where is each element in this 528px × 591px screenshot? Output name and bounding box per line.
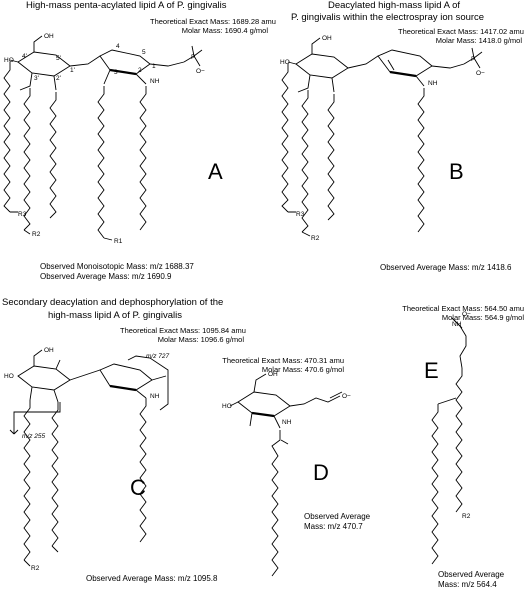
acyl-chain-a1: [3, 62, 11, 213]
atom-oh-c1: OH: [44, 347, 54, 354]
atom-ominus-e: O−: [462, 311, 471, 318]
ring-num-2-a: 2: [138, 67, 142, 74]
atom-ominus-a: O−: [196, 68, 205, 75]
acyl-chain-a2: [23, 88, 31, 231]
ring-num-4p-a: 4': [22, 53, 27, 60]
ring-d: [237, 391, 291, 417]
ring-num-5p-a: 5': [56, 55, 61, 62]
atom-nh-b: NH: [428, 80, 438, 87]
panel-d-molar-mass: Molar Mass: 470.6 g/mol: [261, 365, 344, 374]
atom-oh-a1: OH: [44, 33, 54, 40]
panel-b-exact-mass: Theoretical Exact Mass: 1417.02 amu: [398, 27, 524, 36]
atom-ho-c: HO: [4, 373, 14, 380]
atom-ho-d: HO: [222, 403, 232, 410]
panel-b-title-1: Deacylated high-mass lipid A of: [328, 0, 461, 11]
atom-ho-b: HO: [280, 59, 290, 66]
acyl-chain-b1: [281, 64, 289, 213]
panel-e-observed-2: Mass: m/z 564.4: [438, 580, 497, 589]
panel-b-title-2: P. gingivalis within the electrospray io…: [291, 12, 485, 23]
atom-ominus-d: O−: [342, 393, 351, 400]
ring-num-3p-a: 3': [34, 75, 39, 82]
panel-a-exact-mass: Theoretical Exact Mass: 1689.28 amu: [150, 17, 276, 26]
ring-c-left: [17, 365, 71, 391]
ring-c-right: [99, 363, 153, 391]
panel-a-r3: R3: [18, 211, 27, 218]
atom-nh-d: NH: [282, 419, 292, 426]
panel-a-r2: R2: [32, 231, 41, 238]
ring-num-1p-a: 1': [70, 67, 75, 74]
ring-num-1-a: 1: [152, 63, 156, 70]
structure-bonds: [3, 35, 483, 577]
acyl-chain-a4: [97, 86, 105, 239]
acyl-chain-b2: [301, 90, 309, 233]
atom-nh-e: NH: [452, 321, 462, 328]
panel-b-letter: B: [449, 159, 464, 184]
panel-c-observed-avg: Observed Average Mass: m/z 1095.8: [86, 574, 218, 583]
panel-c-r2: R2: [31, 565, 40, 572]
panel-d-letter: D: [313, 460, 329, 485]
fragment-727: m/z 727: [146, 353, 170, 360]
panel-d-exact-mass: Theoretical Exact Mass: 470.31 amu: [222, 356, 344, 365]
panel-e-letter: E: [424, 358, 439, 383]
acyl-chain-d: [271, 430, 281, 577]
atom-oh-d: OH: [268, 371, 278, 378]
panel-c-molar-mass: Molar Mass: 1096.6 g/mol: [157, 335, 244, 344]
panel-b-observed-avg: Observed Average Mass: m/z 1418.6: [380, 263, 512, 272]
panel-c-exact-mass: Theoretical Exact Mass: 1095.84 amu: [120, 326, 246, 335]
acyl-chain-e1: [455, 368, 463, 513]
panel-c-title-2: high-mass lipid A of P. gingivalis: [48, 310, 182, 321]
panel-e-exact-mass: Theoretical Exact Mass: 564.50 amu: [402, 304, 524, 313]
panel-a-title: High-mass penta-acylated lipid A of P. g…: [26, 0, 227, 11]
acyl-chain-c3: [139, 398, 147, 543]
acyl-chain-e2: [431, 404, 439, 565]
panel-b-molar-mass: Molar Mass: 1418.0 g/mol: [435, 36, 522, 45]
atom-p-a: P: [191, 54, 195, 61]
panel-e-molar-mass: Molar Mass: 564.9 g/mol: [441, 313, 524, 322]
acyl-chain-c2: [23, 400, 31, 561]
acyl-chain-a5: [139, 86, 147, 231]
panel-e-observed-1: Observed Average: [438, 570, 505, 579]
atom-nh-a: NH: [150, 78, 160, 85]
panel-e-r2: R2: [462, 513, 471, 520]
acyl-chain-c1: [51, 402, 59, 547]
ring-b-right: [377, 49, 433, 77]
atom-ho-a: HO: [4, 57, 14, 64]
panel-a-observed-mono: Observed Monoisotopic Mass: m/z 1688.37: [40, 262, 194, 271]
panel-d-observed-2: Mass: m/z 470.7: [304, 522, 363, 531]
panel-d-observed-1: Observed Average: [304, 512, 371, 521]
fragment-255: m/z 255: [22, 433, 46, 440]
atom-oh-b1: OH: [322, 35, 332, 42]
panel-a-molar-mass: Molar Mass: 1690.4 g/mol: [181, 26, 268, 35]
ring-num-3-a: 3: [114, 69, 118, 76]
panel-a-r1: R1: [114, 238, 123, 245]
panel-a-letter: A: [208, 159, 223, 184]
acyl-chain-b4: [417, 88, 425, 233]
panel-b-r2: R2: [311, 235, 320, 242]
atom-nh-c: NH: [150, 393, 160, 400]
acyl-chain-a3: [49, 92, 57, 219]
ring-b-left: [295, 53, 349, 79]
atom-p-b: P: [471, 56, 475, 63]
ring-num-5-a: 5: [142, 49, 146, 56]
panel-c-letter: C: [130, 475, 146, 500]
acyl-chain-b3: [327, 94, 335, 221]
panel-c-title-1: Secondary deacylation and dephosphorylat…: [2, 297, 224, 308]
ring-num-2p-a: 2': [56, 75, 61, 82]
ring-num-4-a: 4: [116, 43, 120, 50]
panel-b-r3: R3: [296, 211, 305, 218]
atom-ominus-b: O−: [476, 70, 485, 77]
panel-a-observed-avg: Observed Average Mass: m/z 1690.9: [40, 272, 172, 281]
